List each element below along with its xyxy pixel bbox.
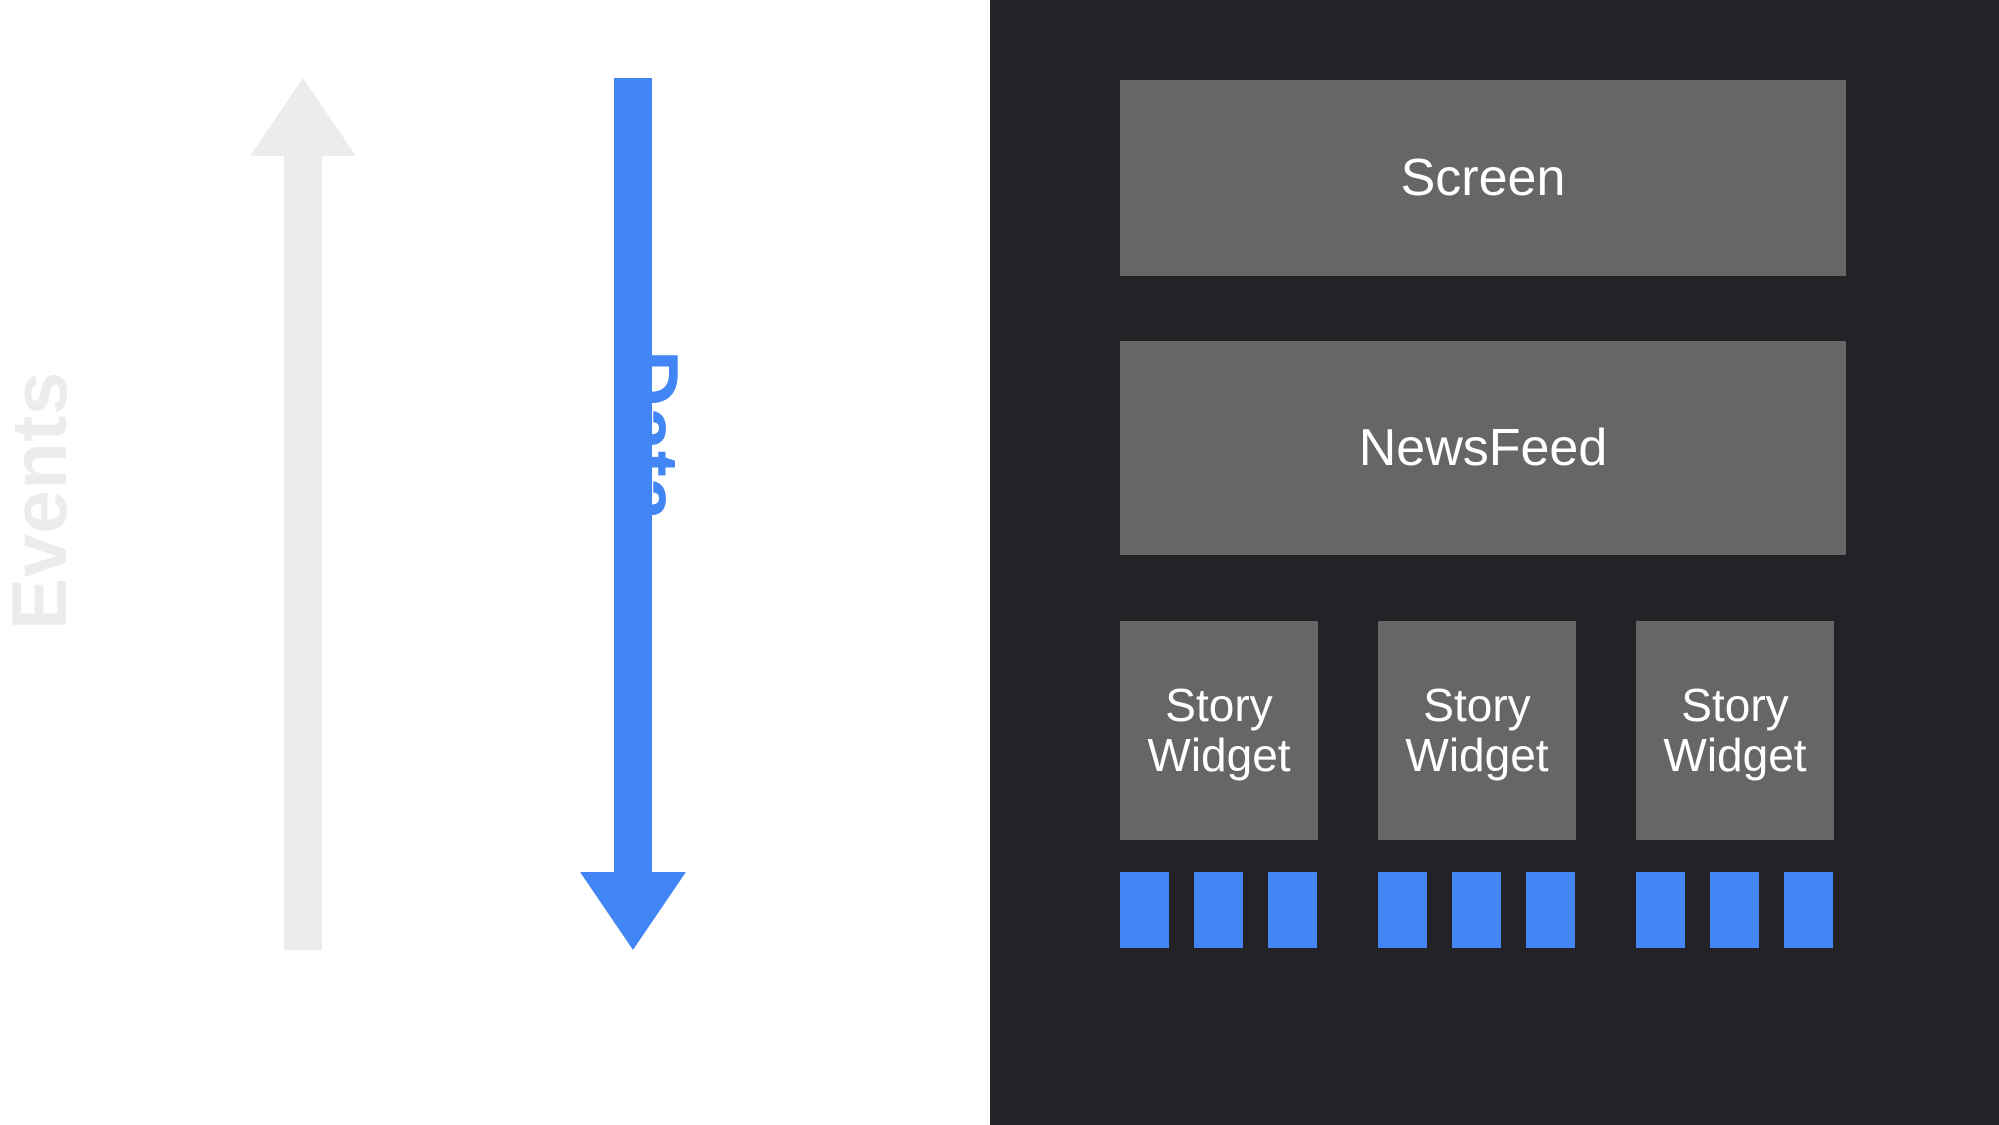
leaf-chip[interactable] xyxy=(1636,872,1685,948)
chip-group xyxy=(1378,872,1575,948)
node-screen-label: Screen xyxy=(1400,148,1566,207)
node-story-widget-label-line2: Widget xyxy=(1405,728,1549,781)
node-newsfeed[interactable]: NewsFeed xyxy=(1120,341,1846,555)
node-story-widget[interactable]: Story Widget xyxy=(1120,621,1318,840)
leaf-chip[interactable] xyxy=(1452,872,1501,948)
leaf-chip[interactable] xyxy=(1710,872,1759,948)
events-flow-label-text: Events xyxy=(0,371,83,630)
node-story-widget-label-line2: Widget xyxy=(1663,728,1807,781)
data-flow-label-text: Data xyxy=(607,350,695,522)
node-story-widget[interactable]: Story Widget xyxy=(1636,621,1834,840)
node-story-widget[interactable]: Story Widget xyxy=(1378,621,1576,840)
leaf-chip[interactable] xyxy=(1526,872,1575,948)
node-story-widget-label: Story Widget xyxy=(1663,678,1807,781)
data-flow-label: Data xyxy=(607,350,695,521)
chip-group xyxy=(1636,872,1833,948)
flow-legend-pane: Events Data xyxy=(0,0,990,1125)
widget-tree-pane: Screen NewsFeed Story Widget Story Widge… xyxy=(990,0,1999,1125)
arrow-down-icon xyxy=(560,78,706,950)
node-newsfeed-label: NewsFeed xyxy=(1358,418,1608,477)
node-story-widget-label-line2: Widget xyxy=(1147,728,1291,781)
node-screen[interactable]: Screen xyxy=(1120,80,1846,276)
leaf-chip[interactable] xyxy=(1784,872,1833,948)
node-story-widget-label: Story Widget xyxy=(1147,678,1291,781)
events-flow-label: Events xyxy=(0,330,83,630)
node-story-widget-label-line1: Story xyxy=(1165,678,1273,731)
leaf-chip[interactable] xyxy=(1120,872,1169,948)
leaf-chip[interactable] xyxy=(1194,872,1243,948)
node-story-widget-label-line1: Story xyxy=(1681,678,1789,731)
chip-group xyxy=(1120,872,1317,948)
leaf-chip[interactable] xyxy=(1268,872,1317,948)
leaf-chip[interactable] xyxy=(1378,872,1427,948)
node-story-widget-label: Story Widget xyxy=(1405,678,1549,781)
node-story-widget-label-line1: Story xyxy=(1423,678,1531,731)
arrow-up-icon xyxy=(230,78,376,950)
